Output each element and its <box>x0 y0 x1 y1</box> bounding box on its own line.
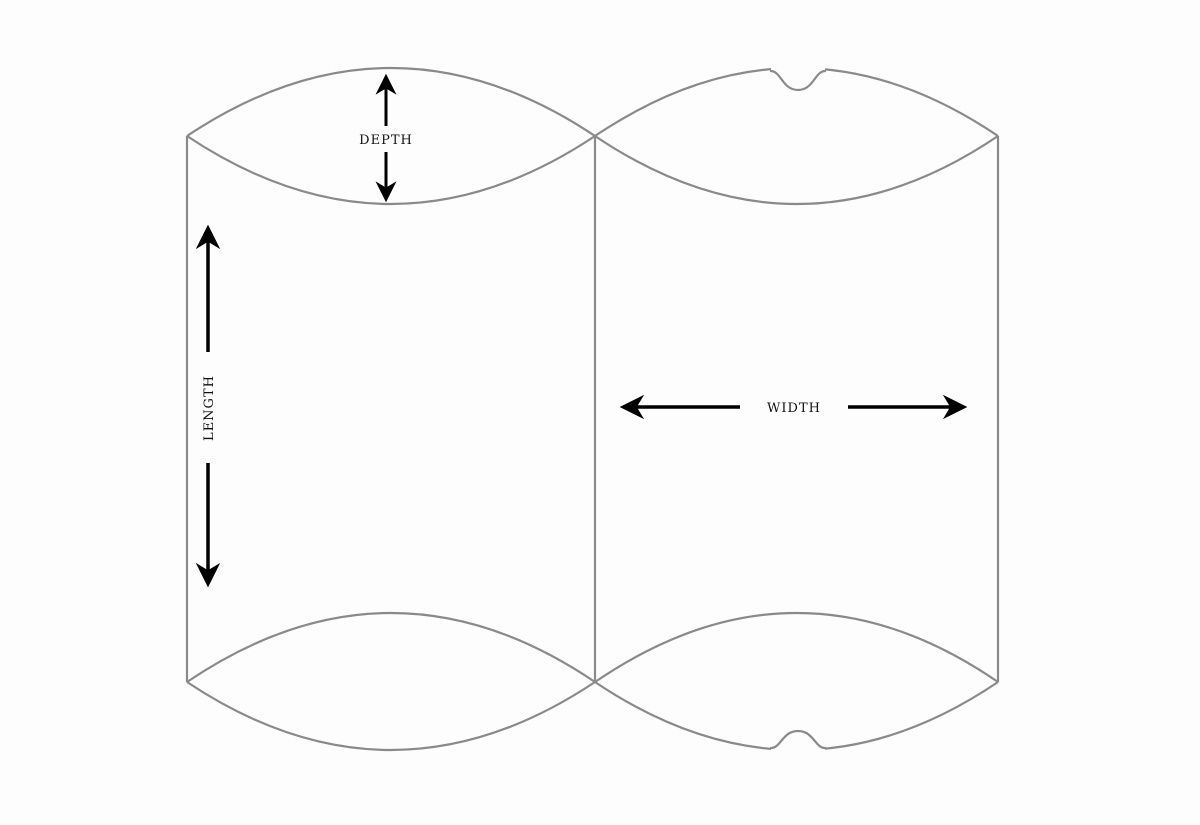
depth-label: DEPTH <box>359 133 413 148</box>
right-bottom-outer-arc <box>594 681 999 752</box>
left-bottom-inner-arc <box>186 611 596 683</box>
length-label: LENGTH <box>202 375 217 441</box>
right-top-inner-arc <box>594 135 999 206</box>
width-label: WIDTH <box>767 401 821 416</box>
left-bottom-outer-arc <box>186 681 596 752</box>
top-thumb-notch <box>769 62 827 92</box>
left-top-inner-arc <box>186 135 596 206</box>
right-bottom-inner-arc <box>594 611 999 683</box>
right-top-outer-arc <box>594 66 999 137</box>
left-top-outer-arc <box>186 66 596 137</box>
bottom-thumb-notch <box>769 729 827 756</box>
